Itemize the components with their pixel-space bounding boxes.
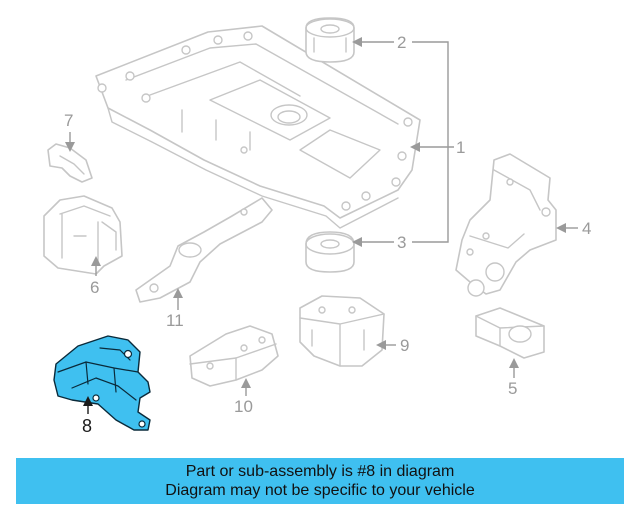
banner-line-1: Part or sub-assembly is #8 in diagram (185, 463, 455, 480)
part-2-upper-bushing[interactable] (305, 17, 355, 63)
callout-5: 5 (508, 379, 517, 398)
info-banner: Part or sub-assembly is #8 in diagram Di… (16, 458, 624, 504)
callout-9: 9 (400, 336, 409, 355)
banner-line-2: Diagram may not be specific to your vehi… (165, 482, 475, 499)
callout-4: 4 (582, 219, 591, 238)
part-11-torque-rod[interactable] (135, 197, 273, 303)
part-8-highlighted-mount[interactable] (53, 335, 151, 431)
callout-3: 3 (397, 233, 406, 252)
part-6-engine-mount[interactable] (43, 195, 123, 275)
leader-lines (65, 37, 578, 414)
callout-10: 10 (234, 397, 253, 416)
callout-2: 2 (397, 33, 406, 52)
part-5-small-mount[interactable] (475, 307, 545, 359)
part-7-small-bracket[interactable] (47, 143, 93, 183)
callout-6: 6 (90, 278, 99, 297)
callout-1: 1 (456, 138, 465, 157)
part-9-transmission-mount[interactable] (299, 295, 385, 367)
part-1-subframe[interactable] (95, 25, 421, 229)
callout-7: 7 (64, 111, 73, 130)
callout-8: 8 (82, 416, 92, 436)
parts-diagram: 1 2 3 4 5 6 7 8 9 10 11 (43, 17, 591, 436)
callout-11: 11 (166, 311, 184, 330)
part-3-lower-bushing[interactable] (305, 231, 355, 273)
part-4-bracket[interactable] (455, 153, 557, 297)
part-10-mount-bracket[interactable] (189, 325, 279, 387)
